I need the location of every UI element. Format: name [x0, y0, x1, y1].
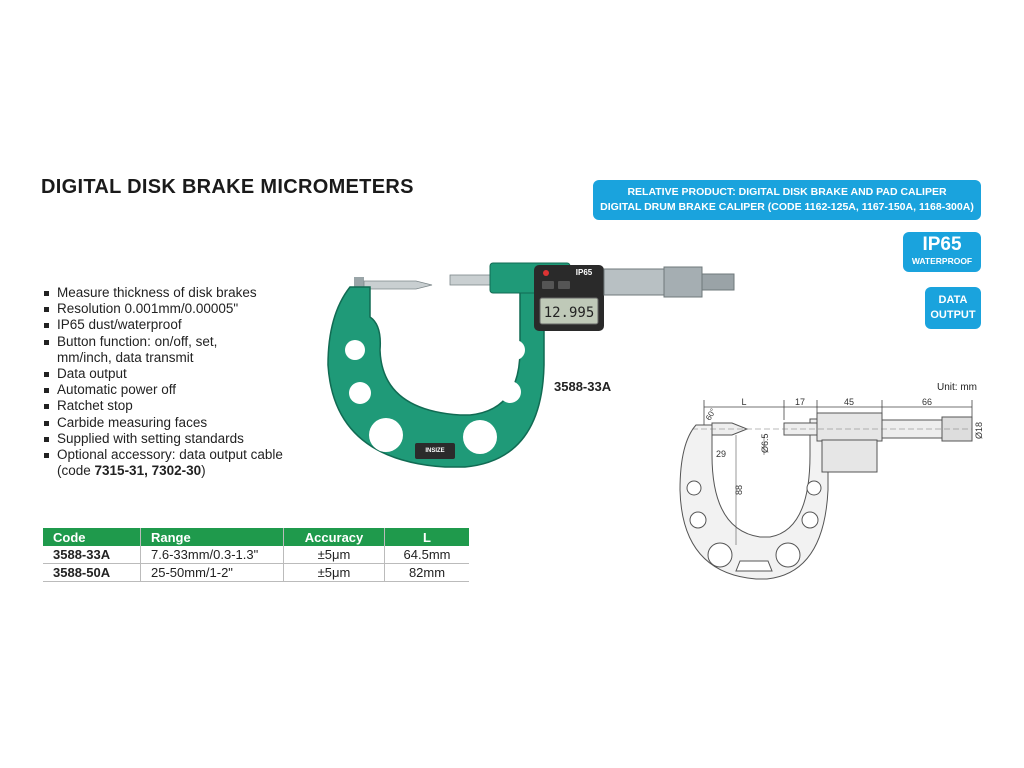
- page-title: DIGITAL DISK BRAKE MICROMETERS: [41, 176, 414, 198]
- dim-45: 45: [844, 397, 854, 407]
- data-output-line-1: DATA: [938, 294, 968, 306]
- dim-d18: Ø18: [974, 422, 984, 439]
- status-led: [543, 270, 549, 276]
- accessory-code: 7315-31, 7302-30: [94, 463, 202, 479]
- col-header-code: Code: [43, 528, 141, 546]
- ip-mark: IP65: [576, 268, 593, 277]
- frame: [327, 278, 545, 468]
- display-button[interactable]: [542, 281, 554, 289]
- feature-list: Measure thickness of disk brakes Resolut…: [43, 285, 283, 479]
- spindle: [449, 274, 497, 286]
- related-line-1: RELATIVE PRODUCT: DIGITAL DISK BRAKE AND…: [627, 186, 947, 198]
- feature-item: Carbide measuring faces: [43, 415, 283, 431]
- dim-88: 88: [734, 485, 744, 495]
- frame-hole: [775, 542, 801, 568]
- frame-hole: [806, 480, 822, 496]
- dim-29: 29: [716, 449, 726, 459]
- cell-accuracy: ±5μm: [283, 546, 385, 564]
- cell-l: 64.5mm: [384, 546, 469, 564]
- feature-item: Automatic power off: [43, 382, 283, 398]
- cell-range: 25-50mm/1-2": [140, 563, 284, 582]
- frame-outline: [679, 418, 829, 580]
- frame-hole: [345, 340, 365, 360]
- data-output-badge: DATA OUTPUT: [925, 287, 981, 329]
- ratchet-stop[interactable]: [701, 273, 735, 291]
- frame-hole: [349, 382, 371, 404]
- frame-hole: [686, 480, 702, 496]
- frame-hole: [707, 542, 733, 568]
- technical-drawing: L 17 45 66 60° 29 Ø6.5 88 Ø18: [679, 397, 984, 580]
- feature-item-continuation: (code 7315-31, 7302-30): [43, 463, 283, 479]
- feature-item: Data output: [43, 366, 283, 382]
- dim-angle: 60°: [704, 407, 718, 422]
- table-header-row: Code Range Accuracy L: [43, 528, 469, 546]
- dim-L: L: [741, 397, 746, 407]
- cell-code: 3588-50A: [43, 563, 141, 582]
- feature-item: Measure thickness of disk brakes: [43, 285, 283, 301]
- cell-l: 82mm: [384, 563, 469, 582]
- frame-hole: [463, 420, 497, 454]
- dim-d6-5: Ø6.5: [760, 433, 770, 453]
- col-header-range: Range: [140, 528, 284, 546]
- cell-range: 7.6-33mm/0.3-1.3": [140, 546, 284, 564]
- dim-66: 66: [922, 397, 932, 407]
- feature-item-continuation: mm/inch, data transmit: [43, 350, 283, 366]
- ip65-badge-title: IP65: [922, 234, 962, 255]
- frame-hole: [689, 511, 707, 529]
- col-header-l: L: [384, 528, 469, 546]
- frame-hole: [369, 418, 403, 452]
- feature-item: IP65 dust/waterproof: [43, 317, 283, 333]
- unit-label: Unit: mm: [937, 382, 977, 393]
- feature-item: Ratchet stop: [43, 398, 283, 414]
- sleeve: [603, 268, 665, 296]
- col-header-accuracy: Accuracy: [283, 528, 385, 546]
- brand-text: INSIZE: [425, 448, 444, 454]
- frame-hole: [801, 511, 819, 529]
- cell-code: 3588-33A: [43, 546, 141, 564]
- model-label: 3588-33A: [554, 379, 612, 394]
- table-row: 3588-50A 25-50mm/1-2" ±5μm 82mm: [43, 563, 469, 582]
- frame-hole: [499, 381, 521, 403]
- ip65-badge: IP65 WATERPROOF: [903, 232, 981, 272]
- feature-item: Supplied with setting standards: [43, 431, 283, 447]
- accessory-code-suffix: ): [201, 463, 206, 479]
- feature-text: mm/inch, data transmit: [57, 349, 194, 365]
- thimble[interactable]: [663, 266, 703, 298]
- feature-item: Resolution 0.001mm/0.00005": [43, 301, 283, 317]
- cell-accuracy: ±5μm: [283, 563, 385, 582]
- frame-hole: [505, 340, 525, 360]
- anvil-tip: [363, 280, 433, 290]
- dim-17: 17: [795, 397, 805, 407]
- related-line-2: DIGITAL DRUM BRAKE CALIPER (CODE 1162-12…: [600, 201, 974, 213]
- display-outline: [821, 439, 878, 473]
- brand-plate-outline: [735, 560, 773, 572]
- ip65-badge-subtitle: WATERPROOF: [911, 256, 973, 266]
- head-outline: [816, 412, 883, 442]
- spec-table: Code Range Accuracy L 3588-33A 7.6-33mm/…: [43, 528, 469, 582]
- lcd-screen: [539, 297, 599, 325]
- accessory-code-prefix: (code: [57, 463, 95, 479]
- lcd-reading: 12.995: [544, 305, 595, 321]
- related-product-banner[interactable]: RELATIVE PRODUCT: DIGITAL DISK BRAKE AND…: [593, 180, 981, 220]
- table-row: 3588-33A 7.6-33mm/0.3-1.3" ±5μm 64.5mm: [43, 546, 469, 564]
- micrometer-product-image: INSIZE IP65 12.995: [327, 262, 735, 468]
- feature-item: Button function: on/off, set,: [43, 334, 283, 350]
- brand-plate: [415, 443, 455, 459]
- feature-item: Optional accessory: data output cable: [43, 447, 283, 463]
- data-output-line-2: OUTPUT: [930, 309, 976, 321]
- display-button[interactable]: [558, 281, 570, 289]
